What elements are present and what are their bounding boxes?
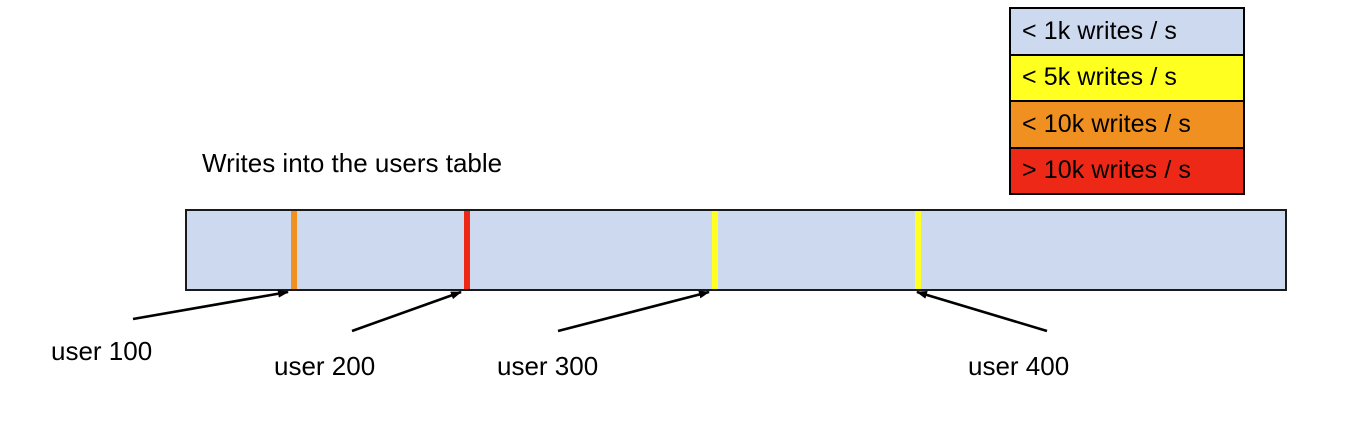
- legend-item-lt-1k: < 1k writes / s: [1011, 9, 1243, 56]
- legend-item-lt-10k: < 10k writes / s: [1011, 102, 1243, 149]
- legend-item-label: < 5k writes / s: [1022, 63, 1178, 92]
- legend-item-label: < 1k writes / s: [1022, 16, 1178, 45]
- users-table-bar: [185, 209, 1287, 291]
- legend-item-gt-10k: > 10k writes / s: [1011, 148, 1243, 193]
- legend-item-lt-5k: < 5k writes / s: [1011, 55, 1243, 102]
- legend-item-label: < 10k writes / s: [1022, 109, 1192, 138]
- chart-title: Writes into the users table: [202, 148, 503, 178]
- legend-item-label: > 10k writes / s: [1022, 156, 1192, 185]
- callout-label-user-100: user 100: [51, 336, 153, 366]
- bar-marker-user-200: [464, 211, 470, 289]
- bar-marker-user-400: [915, 211, 921, 289]
- callout-arrow-user-300: [557, 290, 710, 333]
- callout-arrow-user-400: [916, 290, 1048, 333]
- callout-arrow-user-200: [351, 290, 462, 333]
- callout-label-user-200: user 200: [274, 351, 376, 381]
- legend: < 1k writes / s < 5k writes / s < 10k wr…: [1009, 7, 1245, 195]
- callout-label-user-400: user 400: [968, 351, 1070, 381]
- bar-marker-user-300: [712, 211, 718, 289]
- callout-label-user-300: user 300: [497, 351, 599, 381]
- callout-arrow-user-100: [132, 289, 289, 321]
- bar-marker-user-100: [291, 211, 297, 289]
